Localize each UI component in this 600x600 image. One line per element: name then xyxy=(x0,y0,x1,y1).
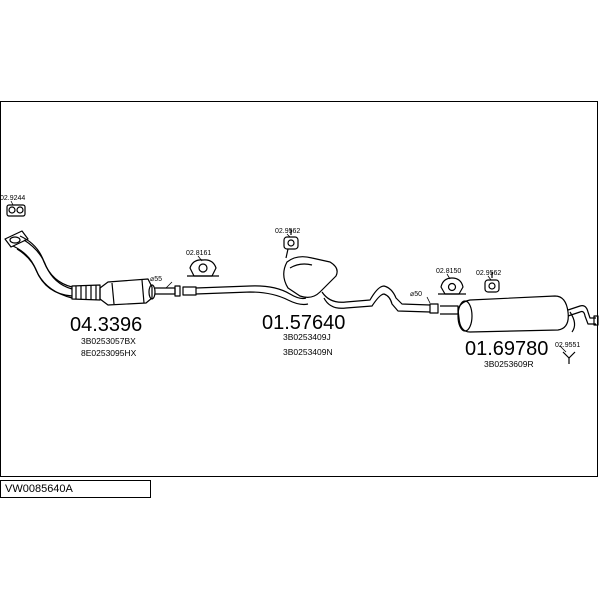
middle-silencer-oem-1: 3B0253409J xyxy=(283,332,331,342)
rear-silencer-oem-1: 3B0253609R xyxy=(484,359,534,369)
clamp-55-code: 02.8161 xyxy=(186,250,211,257)
rear-hanger-drawing xyxy=(562,351,576,364)
middle-silencer-code: 01.57640 xyxy=(262,312,345,334)
gasket-drawing xyxy=(6,204,26,217)
diagram-frame xyxy=(0,101,598,477)
part-number: VW0085640A xyxy=(5,483,73,495)
diameter-50: ⌀50 xyxy=(410,291,422,298)
part-number-box: VW0085640A xyxy=(0,480,151,498)
rear-silencer-drawing xyxy=(440,295,599,333)
hanger-mid-code: 02.9562 xyxy=(275,228,300,235)
hanger-rear-code: 02.9562 xyxy=(476,270,501,277)
hanger-rear-drawing xyxy=(484,272,500,293)
rear-silencer-code: 01.69780 xyxy=(465,338,548,360)
clamp-50-code: 02.8150 xyxy=(436,268,461,275)
rear-hanger-code: 02.9551 xyxy=(555,342,580,349)
middle-pipe-drawing xyxy=(182,256,439,314)
diameter-55: ⌀55 xyxy=(150,276,162,283)
hanger-mid-drawing xyxy=(283,229,299,259)
leader-lines xyxy=(10,200,567,353)
front-pipe-drawing xyxy=(4,230,181,306)
clamp-50-drawing xyxy=(438,277,466,295)
front-pipe-oem-1: 3B0253057BX xyxy=(81,336,136,346)
clamp-55-drawing xyxy=(187,259,219,277)
front-pipe-code: 04.3396 xyxy=(70,314,142,336)
middle-silencer-oem-2: 3B0253409N xyxy=(283,347,333,357)
gasket-code: 02.9244 xyxy=(0,195,25,202)
front-pipe-oem-2: 8E0253095HX xyxy=(81,348,137,358)
